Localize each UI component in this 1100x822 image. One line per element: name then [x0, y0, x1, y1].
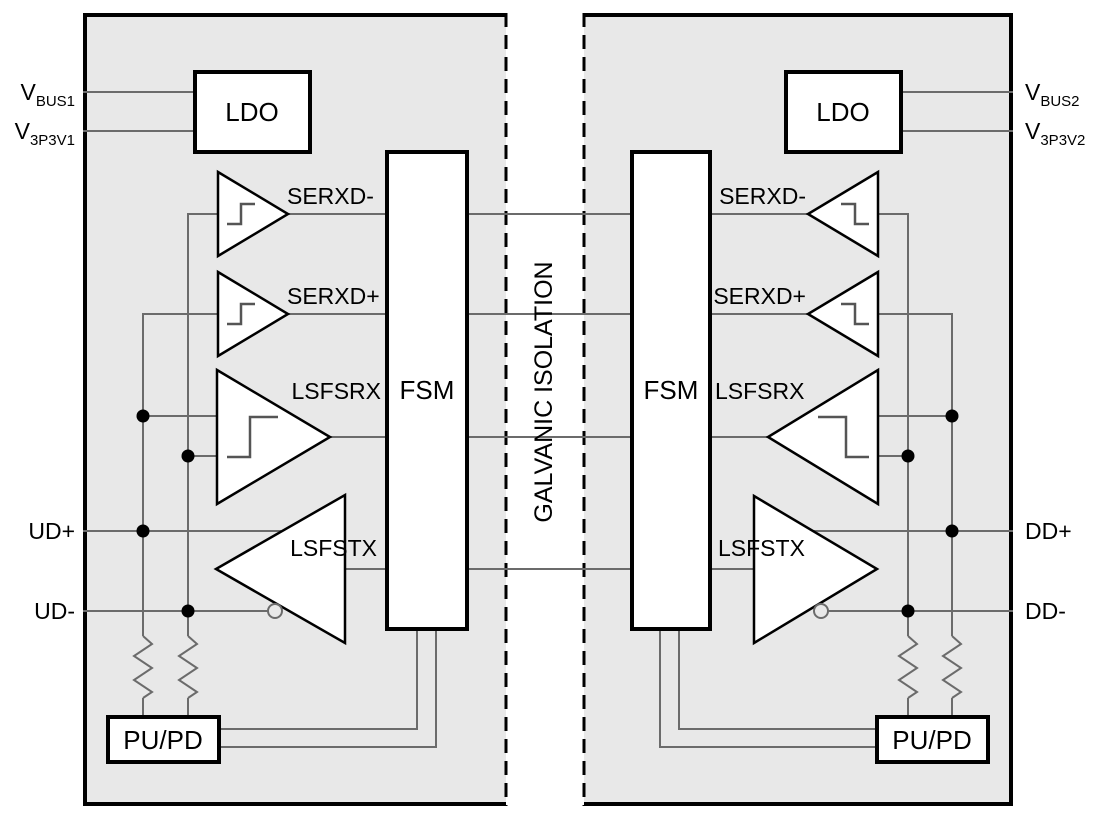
hysteresis-icon-serxd-minus-right [841, 202, 869, 226]
inverter-bubble-left [267, 603, 283, 619]
buffer-lsfsrx-right [765, 367, 880, 507]
pin-vbus1-sub: BUS1 [36, 93, 75, 110]
serxd-plus-right-label: SERXD+ [713, 283, 806, 309]
wire-fsm-pupd-b-left [219, 629, 437, 748]
junction-dot [181, 604, 195, 618]
fsm-left-block [385, 150, 469, 631]
resistor-symbol-dplus-left [132, 635, 154, 699]
pin-vbus2-main: V [1025, 79, 1041, 105]
resistor-symbol-dminus-left [177, 635, 199, 699]
pin-ud-minus-label: UD- [34, 598, 75, 624]
ldo-right-block [784, 70, 903, 154]
resistor-symbol-dplus-right [941, 635, 963, 699]
hysteresis-icon-serxd-plus-left [227, 302, 255, 326]
junction-dot [136, 409, 150, 423]
pin-vbus2-sub: BUS2 [1040, 93, 1079, 110]
junction-dot [901, 449, 915, 463]
pin-dd-plus-label: DD+ [1025, 518, 1072, 544]
wire-fsm-pupd-a-left [219, 629, 418, 730]
ldo-left-label: LDO [225, 97, 278, 127]
lsfsrx-right-label: LSFSRX [715, 378, 804, 404]
buffer-serxd-minus-right [805, 169, 880, 259]
hysteresis-icon-serxd-plus-right [841, 302, 869, 326]
pin-v3p3v1-main: V [15, 118, 31, 144]
wire-fsm-pupd-b-right [659, 629, 877, 748]
pupd-right-block [875, 715, 990, 764]
hysteresis-icon-lsfsrx-right [818, 415, 869, 459]
serxd-minus-right-label: SERXD- [719, 183, 806, 209]
wire-fsm-pupd-a-right [678, 629, 877, 730]
hysteresis-icon-serxd-minus-left [227, 202, 255, 226]
pin-ud-plus-label: UD+ [28, 518, 75, 544]
pin-v3p3v1-sub: 3P3V1 [30, 132, 75, 149]
pupd-left-label: PU/PD [123, 725, 202, 755]
junction-dot [945, 524, 959, 538]
junction-dot [136, 524, 150, 538]
junction-dot [901, 604, 915, 618]
buffer-lsfsrx-left [215, 367, 333, 507]
lsfstx-left-label: LSFSTX [290, 535, 377, 561]
junction-dot [181, 449, 195, 463]
pin-v3p3v2-label: V3P3V2 [1025, 118, 1085, 149]
wire-rail-dminus-right [878, 213, 909, 717]
pin-vbus1-label: VBUS1 [20, 79, 75, 110]
junction-dot [945, 409, 959, 423]
pupd-right-label: PU/PD [892, 725, 971, 755]
lsfstx-right-label: LSFSTX [718, 535, 805, 561]
isolation-strip [506, 12, 584, 808]
pin-v3p3v1-label: V3P3V1 [15, 118, 75, 149]
fsm-right-block [630, 150, 712, 631]
pin-v3p3v2-main: V [1025, 118, 1041, 144]
serxd-minus-left-label: SERXD- [287, 183, 374, 209]
pin-vbus2-label: VBUS2 [1025, 79, 1080, 110]
pin-dd-minus-label: DD- [1025, 598, 1066, 624]
resistor-symbol-dminus-right [897, 635, 919, 699]
isolation-label: GALVANIC ISOLATION [530, 261, 558, 522]
lsfsrx-left-label: LSFSRX [292, 378, 381, 404]
pin-vbus1-main: V [20, 79, 36, 105]
buffer-serxd-plus-left [216, 269, 291, 359]
inverter-bubble-right [813, 603, 829, 619]
serxd-plus-left-label: SERXD+ [287, 283, 380, 309]
buffer-serxd-plus-right [805, 269, 880, 359]
hysteresis-icon-lsfsrx-left [227, 415, 278, 459]
buffer-serxd-minus-left [216, 169, 291, 259]
pupd-left-block [106, 715, 221, 764]
ldo-right-label: LDO [816, 97, 869, 127]
fsm-left-label: FSM [400, 375, 455, 405]
pin-v3p3v2-sub: 3P3V2 [1040, 132, 1085, 149]
fsm-right-label: FSM [644, 375, 699, 405]
ldo-left-block [193, 70, 312, 154]
wire-rail-dminus-left [187, 213, 218, 717]
